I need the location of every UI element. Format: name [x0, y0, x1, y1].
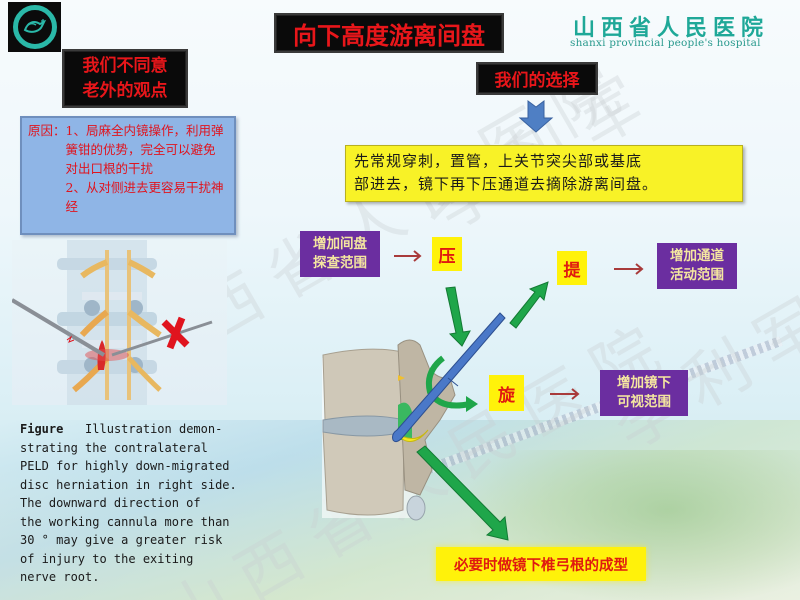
rotation-arrowhead-icon: [466, 396, 478, 412]
rotation-arrow-icon: [425, 355, 471, 409]
caption-line: 30 ° may give a greater risk: [20, 533, 223, 547]
approach-line-1: 先常规穿刺，置管，上关节突尖部或基底: [354, 152, 643, 170]
effect-line: 活动范围: [670, 267, 724, 283]
caption-line: disc herniation in right side.: [20, 477, 237, 492]
approach-line-2: 部进去，镜下再下压通道去摘除游离间盘。: [354, 175, 659, 193]
arrow-right-icon: [614, 263, 644, 275]
yellow-pointer-icon: [398, 375, 405, 381]
effect-channel-range: 增加通道 活动范围: [657, 243, 737, 289]
hospital-name-cn: 山西省人民医院: [573, 15, 770, 41]
caption-line: nerve root.: [20, 570, 100, 584]
approach-description: 先常规穿刺，置管，上关节突尖部或基底 部进去，镜下再下压通道去摘除游离间盘。: [345, 145, 743, 202]
caption-line: The downward direction of: [20, 496, 201, 510]
opinion-title: 我们不同意 老外的观点: [62, 49, 188, 108]
arrow-right-icon: [550, 388, 580, 400]
caption-line: PELD for highly down-migrated: [20, 459, 230, 473]
opinion-title-line1: 我们不同意: [82, 55, 168, 76]
red-x-icon: [161, 316, 190, 350]
green-arrow-lift-icon: [509, 281, 549, 329]
hospital-logo: [8, 2, 61, 52]
effect-line: 探查范围: [313, 255, 367, 271]
contralateral-peld-illustration: [10, 240, 227, 405]
green-arrow-press-icon: [445, 286, 471, 347]
effect-line: 增加通道: [670, 248, 724, 264]
effect-view-range: 增加镜下 可视范围: [600, 370, 688, 416]
reason-item-2: 2、从对侧进去更容易干扰神经: [65, 180, 224, 214]
effect-line: 增加镜下: [617, 375, 671, 391]
hospital-dove-emblem-icon: [12, 5, 57, 49]
action-press-label: 压: [432, 237, 462, 271]
caption-line: of injury to the exiting: [20, 551, 194, 566]
reason-item-1: 1、局麻全内镜操作，利用弹簧钳的优势，完全可以避免对出口根的干扰: [65, 123, 224, 176]
pedicle-plasty-note: 必要时做镜下椎弓根的成型: [436, 547, 646, 581]
caption-line: Illustration demon-: [85, 422, 223, 436]
caption-line: strating the contralateral: [20, 440, 208, 455]
effect-line: 增加间盘: [313, 236, 367, 252]
choice-title: 我们的选择: [476, 62, 598, 95]
figure-caption: Figure Illustration demon- strating the …: [20, 420, 255, 587]
caption-line: the working cannula more than: [20, 514, 230, 529]
hospital-name-en: shanxi provincial people's hospital: [570, 37, 761, 49]
slide-title: 向下高度游离间盘: [274, 13, 504, 53]
action-rotate-label: 旋: [489, 375, 524, 411]
down-arrow-icon: [518, 100, 554, 133]
figure-label: Figure: [20, 422, 64, 436]
effect-probe-range: 增加间盘 探查范围: [300, 231, 380, 277]
opinion-title-line2: 老外的观点: [82, 80, 168, 101]
arrow-right-icon: [394, 250, 422, 262]
action-lift-label: 提: [557, 251, 587, 285]
reason-label: 原因：: [28, 123, 66, 138]
reason-box: 原因： 1、局麻全内镜操作，利用弹簧钳的优势，完全可以避免对出口根的干扰 2、从…: [20, 116, 236, 235]
effect-line: 可视范围: [617, 394, 671, 410]
